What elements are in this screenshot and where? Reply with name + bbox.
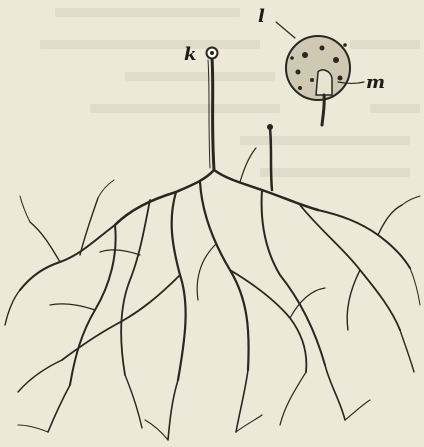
label-l: l: [258, 6, 265, 27]
label-k: k: [184, 44, 196, 65]
label-m: m: [366, 72, 385, 93]
young-sporangiophore: [267, 124, 273, 190]
sporangium-inset: l m: [258, 6, 385, 125]
sporangiophore-k: [207, 48, 218, 171]
mycelium: [5, 148, 420, 440]
